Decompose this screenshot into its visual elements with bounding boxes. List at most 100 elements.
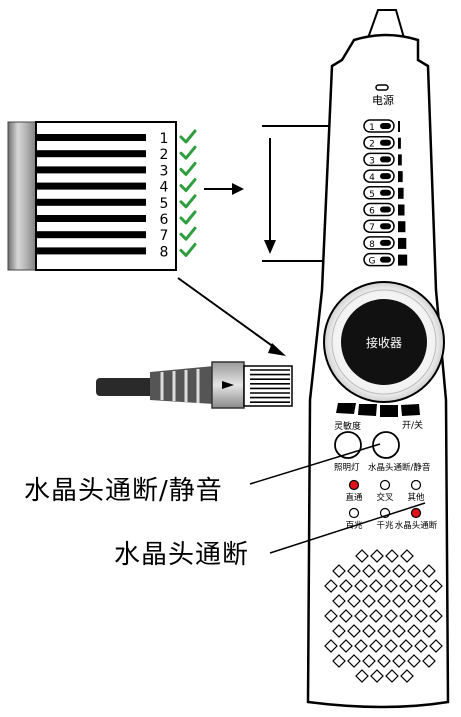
grille-hole [392, 624, 406, 638]
status-label: 水晶头通断 [395, 520, 438, 531]
connector-face [35, 121, 177, 271]
pin-stripe [36, 198, 146, 206]
grille-hole [377, 594, 391, 608]
pin-stripe [36, 247, 146, 255]
pin-label: 4 [160, 180, 169, 196]
pin-stripe [36, 231, 146, 239]
led-label: 2 [369, 140, 375, 150]
led-lens [380, 139, 391, 146]
status-label: 交叉 [376, 492, 394, 503]
grille-hole [324, 609, 338, 623]
grille-hole [370, 669, 384, 683]
diagonal-arrow-head [268, 343, 286, 356]
sensitivity-bars [336, 403, 420, 417]
grille-hole [355, 549, 369, 563]
led-level-bar [398, 121, 400, 132]
grille-hole [422, 624, 436, 638]
check-icon [179, 129, 197, 144]
grille-hole [384, 609, 398, 623]
led-lens [380, 223, 391, 230]
led-lens [380, 189, 391, 196]
grille-hole [414, 579, 428, 593]
pin-label: 8 [160, 244, 169, 260]
grille-hole [324, 639, 338, 653]
led-label: 7 [369, 223, 375, 233]
plug-contact-lines [250, 369, 290, 404]
power-label: 电源 [372, 93, 394, 107]
grille-hole [332, 624, 346, 638]
grille-hole [362, 624, 376, 638]
speaker-grille [324, 549, 443, 683]
check-icon [179, 226, 197, 241]
grille-hole [400, 669, 414, 683]
led-level-bar [398, 237, 407, 249]
callout-lines [249, 443, 426, 554]
grille-hole [377, 624, 391, 638]
pin-stripe [36, 134, 146, 141]
grille-hole [332, 564, 346, 578]
grille-hole [377, 564, 391, 578]
led-level-bar [398, 254, 408, 266]
callout-continuity: 水晶头通断 [114, 540, 250, 570]
led-level-bar [398, 171, 403, 183]
grille-hole [369, 639, 383, 653]
led-label: 3 [369, 156, 375, 166]
plug-arrow [222, 381, 234, 389]
led-lens [380, 206, 391, 213]
grille-hole [347, 654, 361, 668]
pin-label: 5 [160, 196, 169, 212]
grille-hole [399, 609, 413, 623]
status-led [379, 479, 391, 491]
pin-label: 6 [160, 212, 169, 228]
right-arrow-head [232, 183, 244, 195]
grille-hole [429, 579, 443, 593]
diagonal-arrow-line [177, 277, 279, 351]
led-label: 1 [369, 123, 375, 133]
pin-label: 1 [160, 131, 169, 147]
grille-hole [339, 579, 353, 593]
grille-hole [414, 609, 428, 623]
grille-hole [407, 624, 421, 638]
grille-hole [384, 639, 398, 653]
grille-hole [422, 564, 436, 578]
callout-line-continuity-mute [249, 443, 381, 485]
status-led [410, 479, 422, 491]
led-lens [380, 239, 391, 246]
grille-hole [392, 564, 406, 578]
switch-label: 开/关 [402, 419, 423, 431]
grille-hole [347, 624, 361, 638]
grille-hole [392, 594, 406, 608]
led-label: 8 [369, 240, 375, 250]
led-lens [380, 123, 391, 129]
strain-relief [150, 366, 214, 404]
grille-hole [384, 579, 398, 593]
grille-hole [362, 564, 376, 578]
continuity-mute-button[interactable] [372, 431, 400, 459]
status-led [348, 479, 360, 491]
grille-hole [369, 579, 383, 593]
led-label: 4 [369, 173, 375, 183]
pin-label: 7 [160, 228, 169, 244]
grille-hole [422, 594, 436, 608]
grille-hole [332, 654, 346, 668]
grille-hole [354, 609, 368, 623]
grille-hole [385, 669, 399, 683]
led-label: G [369, 257, 376, 267]
connector-metal-shell [7, 121, 37, 271]
led-lens [380, 256, 391, 263]
led-level-bar [398, 187, 404, 199]
receiver-button[interactable] [341, 299, 427, 385]
sensitivity-label: 灵敏度 [334, 420, 361, 432]
status-label: 千兆 [376, 520, 394, 531]
status-led [410, 507, 422, 519]
grille-hole [407, 564, 421, 578]
callout-line-continuity [269, 502, 426, 554]
flashlight-label: 照明灯 [334, 462, 360, 473]
rj45-plug [96, 361, 293, 409]
grille-hole [369, 609, 383, 623]
led-level-bar [398, 204, 405, 216]
